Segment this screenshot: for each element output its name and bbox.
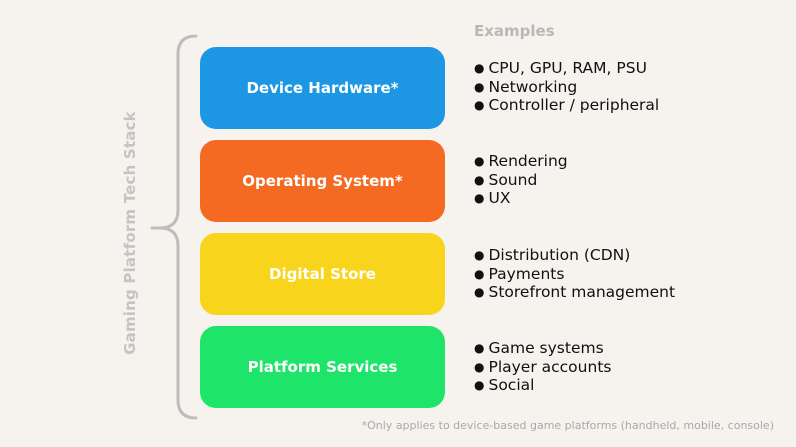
example-item: Payments [474, 266, 675, 285]
examples-operating-system: Rendering Sound UX [474, 153, 568, 209]
example-item: Networking [474, 79, 659, 98]
example-item: Rendering [474, 153, 568, 172]
layer-digital-store: Digital Store [200, 233, 445, 315]
layer-label: Operating System* [242, 172, 402, 190]
examples-platform-services: Game systems Player accounts Social [474, 340, 611, 396]
example-item: Storefront management [474, 284, 675, 303]
examples-heading: Examples [474, 22, 555, 40]
example-item: Social [474, 377, 611, 396]
layer-label: Device Hardware* [246, 79, 398, 97]
layer-device-hardware: Device Hardware* [200, 47, 445, 129]
layer-operating-system: Operating System* [200, 140, 445, 222]
example-item: Distribution (CDN) [474, 247, 675, 266]
examples-digital-store: Distribution (CDN) Payments Storefront m… [474, 247, 675, 303]
example-item: Player accounts [474, 359, 611, 378]
layer-platform-services: Platform Services [200, 326, 445, 408]
examples-device-hardware: CPU, GPU, RAM, PSU Networking Controller… [474, 60, 659, 116]
footnote: *Only applies to device-based game platf… [362, 419, 774, 432]
example-item: Controller / peripheral [474, 97, 659, 116]
layer-label: Digital Store [269, 265, 376, 283]
example-item: UX [474, 190, 568, 209]
example-item: Sound [474, 172, 568, 191]
example-item: CPU, GPU, RAM, PSU [474, 60, 659, 79]
example-item: Game systems [474, 340, 611, 359]
stack-label: Gaming Platform Tech Stack [121, 111, 139, 355]
layer-label: Platform Services [248, 358, 398, 376]
